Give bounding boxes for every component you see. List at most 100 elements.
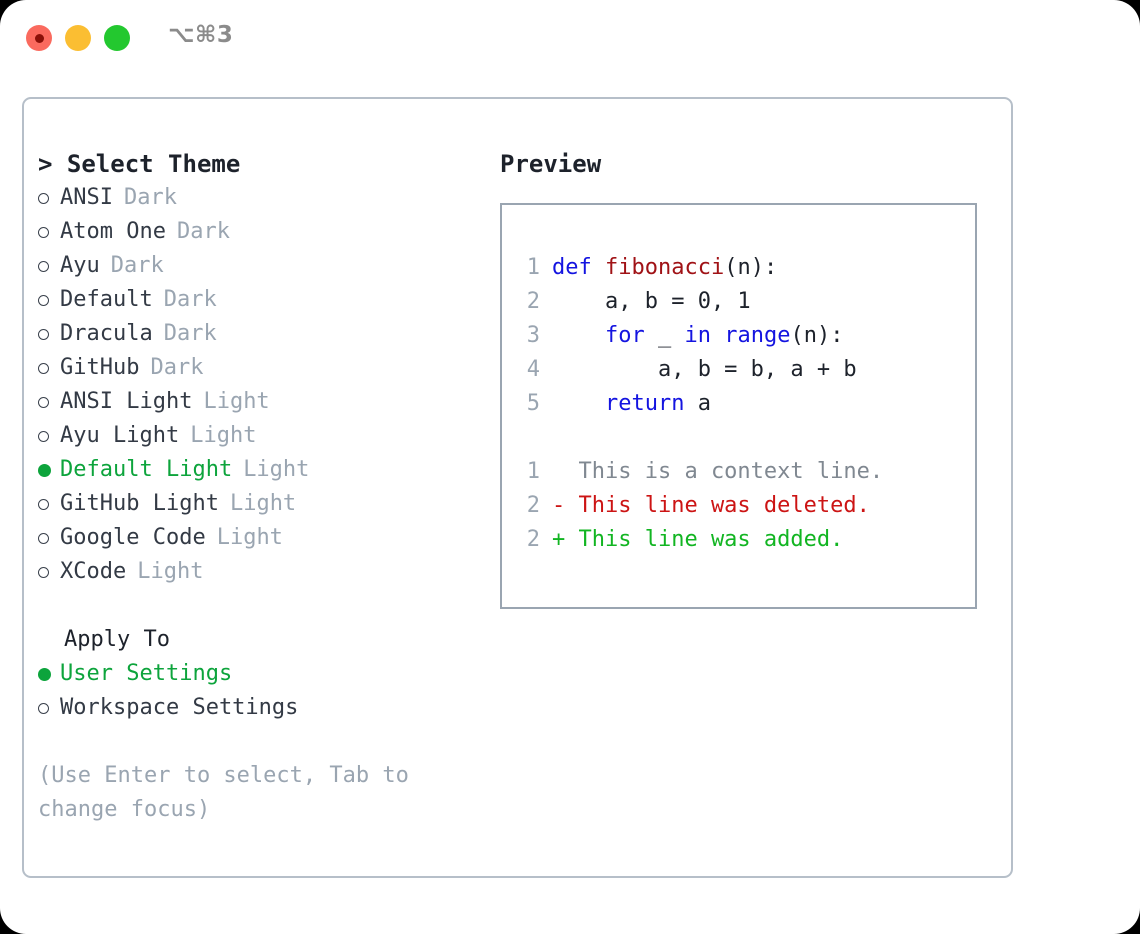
radio-unselected-icon[interactable] [38,192,60,204]
radio-glyph [38,192,49,204]
radio-unselected-icon[interactable] [38,328,60,340]
radio-selected-icon[interactable] [38,463,60,477]
radio-glyph [38,498,49,510]
radio-unselected-icon[interactable] [38,294,60,306]
radio-unselected-icon[interactable] [38,396,60,408]
theme-option-row[interactable]: Dracula Dark [38,317,478,351]
code-line: 5 return a [516,387,883,421]
close-window-button[interactable] [26,25,52,51]
zoom-window-button[interactable] [104,25,130,51]
code-token: fibonacci [605,255,725,280]
theme-option-label: ANSI Light [60,389,193,414]
code-line: 3 for _ in range(n): [516,319,883,353]
theme-option-label: Dracula [60,321,153,346]
radio-unselected-icon[interactable] [38,362,60,374]
select-theme-header: > Select Theme [38,150,241,178]
theme-option-row[interactable]: Google Code Light [38,521,478,555]
code-token [552,391,605,416]
radio-glyph [38,430,49,442]
theme-category-tag: Light [229,491,297,516]
radio-glyph [38,294,49,306]
code-token [552,323,605,348]
theme-category-tag: Light [216,525,283,550]
radio-unselected-icon[interactable] [38,226,60,238]
code-line: 2 a, b = 0, 1 [516,285,883,319]
theme-category-tag: Dark [123,185,177,210]
line-number: 1 [526,255,540,280]
theme-option-label: Ayu [60,253,100,278]
line-number: 5 [526,391,540,416]
line-number: 2 [526,527,540,552]
code-token [592,255,605,280]
code-token: for [604,323,645,348]
apply-to-option-label: Workspace Settings [60,695,299,720]
preview-header: Preview [500,150,602,178]
theme-option-row[interactable]: Ayu Dark [38,249,478,283]
theme-category-tag: Dark [110,253,164,278]
theme-option-row[interactable]: Default Dark [38,283,478,317]
theme-option-row[interactable]: GitHub Light Light [38,487,478,521]
code-token: a, b = 0, 1 [552,289,751,314]
theme-option-label: GitHub Light [60,491,219,516]
code-token: return [604,391,685,416]
theme-option-label: Google Code [60,525,206,550]
radio-unselected-icon[interactable] [38,498,60,510]
apply-to-option-row[interactable]: User Settings [38,657,478,691]
apply-to-option-row[interactable]: Workspace Settings [38,691,478,725]
radio-glyph [38,260,49,272]
radio-unselected-icon[interactable] [38,566,60,578]
radio-glyph [38,463,51,477]
theme-category-tag: Dark [176,219,230,244]
line-number: 2 [526,493,540,518]
radio-glyph [38,667,51,681]
radio-unselected-icon[interactable] [38,430,60,442]
theme-option-row[interactable]: GitHub Dark [38,351,478,385]
radio-glyph [38,702,49,714]
theme-option-label: ANSI [60,185,113,210]
code-token: + This line was added. [552,527,844,552]
theme-option-label: Atom One [60,219,166,244]
minimize-window-button[interactable] [65,25,91,51]
theme-option-label: XCode [60,559,127,584]
code-token: - This line was deleted. [552,493,870,518]
code-line: 1 This is a context line. [516,455,883,489]
line-number: 2 [526,289,540,314]
code-token: range [724,323,791,348]
theme-option-label: Default Light [60,457,233,482]
theme-category-tag: Dark [150,355,204,380]
theme-category-tag: Dark [163,287,217,312]
radio-unselected-icon[interactable] [38,702,60,714]
radio-glyph [38,566,49,578]
radio-glyph [38,328,49,340]
theme-option-label: GitHub [60,355,140,380]
radio-glyph [38,532,49,544]
radio-glyph [38,226,49,238]
radio-unselected-icon[interactable] [38,532,60,544]
apply-to-header: Apply To [64,627,170,652]
line-number: 4 [526,357,540,382]
code-token: This is a context line. [552,459,884,484]
theme-category-tag: Light [203,389,270,414]
theme-option-row[interactable]: Atom One Dark [38,215,478,249]
radio-unselected-icon[interactable] [38,260,60,272]
theme-category-tag: Dark [163,321,217,346]
code-line: 2 + This line was added. [516,523,883,557]
theme-option-label: Default [60,287,153,312]
radio-selected-icon[interactable] [38,667,60,681]
code-token: a, b = b, a + b [552,357,857,382]
code-token: in [684,323,711,348]
keyboard-hint-text: (Use Enter to select, Tab to change focu… [38,763,423,822]
theme-option-row[interactable]: ANSI Dark [38,181,478,215]
theme-option-row[interactable]: ANSI Light Light [38,385,478,419]
